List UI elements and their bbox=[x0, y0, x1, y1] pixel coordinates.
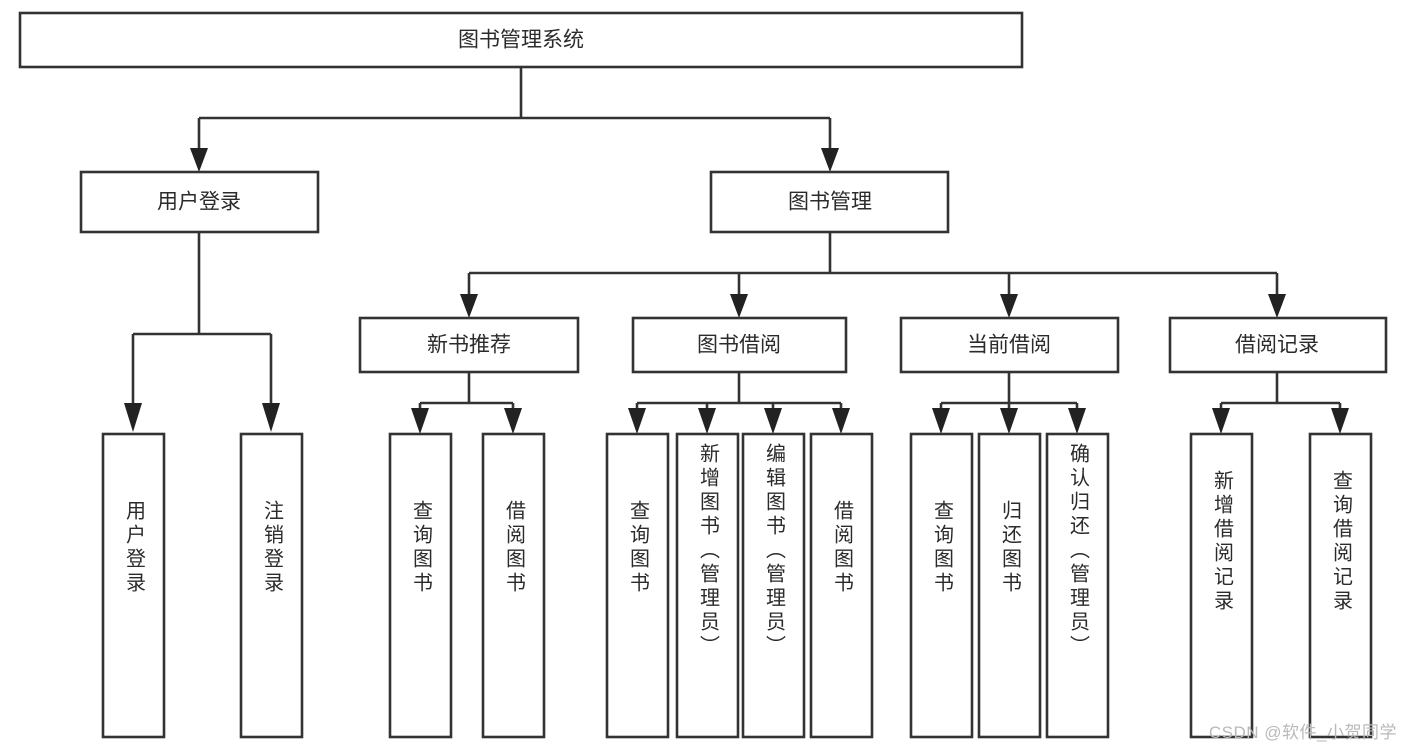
arrow-icon-to-new-book bbox=[460, 294, 478, 318]
arrow-icon-leaf-borrow-book-b bbox=[832, 408, 850, 434]
arrow-icon-leaf-confirm-return bbox=[1068, 408, 1086, 434]
node-box-leaf-user-login[interactable] bbox=[101, 432, 166, 739]
connector-group-borrow-record bbox=[1212, 372, 1349, 434]
connector-group-user-login bbox=[124, 232, 280, 432]
arrow-icon-to-current-borrow bbox=[1000, 294, 1018, 318]
node-box-leaf-borrow-book-a[interactable] bbox=[481, 432, 546, 739]
arrow-icon-leaf-edit-book bbox=[764, 408, 782, 434]
connector-group-book-borrow bbox=[628, 372, 850, 434]
arrow-icon-leaf-add-book bbox=[698, 408, 716, 434]
node-label-book-borrow: 图书借阅 bbox=[697, 334, 781, 357]
arrow-icon-leaf-query-book-b bbox=[628, 408, 646, 434]
arrow-icon-leaf-user-login bbox=[124, 403, 142, 432]
node-box-leaf-query-book-c[interactable] bbox=[909, 432, 974, 739]
node-box-user-login[interactable] bbox=[79, 170, 320, 234]
connector-group-book-manage bbox=[460, 232, 1286, 318]
csdn-watermark: CSDN @软件_小贺同学 bbox=[1208, 723, 1397, 742]
connector-group-root bbox=[190, 67, 839, 172]
arrow-icon-leaf-return-book bbox=[1000, 408, 1018, 434]
node-box-leaf-borrow-book-b[interactable] bbox=[809, 432, 874, 739]
node-box-leaf-query-record[interactable] bbox=[1308, 432, 1373, 739]
node-box-leaf-edit-book[interactable] bbox=[741, 432, 806, 739]
node-label-book-manage: 图书管理 bbox=[788, 191, 872, 214]
node-box-root[interactable] bbox=[18, 11, 1024, 69]
arrow-icon-leaf-query-book-a bbox=[411, 408, 429, 434]
node-box-new-book-recommend[interactable] bbox=[358, 316, 580, 374]
arrow-icon-to-user-login bbox=[190, 148, 208, 172]
node-box-book-manage[interactable] bbox=[709, 170, 950, 234]
node-box-leaf-logout[interactable] bbox=[239, 432, 304, 739]
node-label-current-borrow: 当前借阅 bbox=[967, 334, 1051, 357]
arrow-icon-leaf-logout bbox=[262, 403, 280, 432]
arrow-icon-leaf-query-book-c bbox=[932, 408, 950, 434]
node-box-leaf-add-book[interactable] bbox=[675, 432, 740, 739]
node-box-current-borrow[interactable] bbox=[899, 316, 1120, 374]
node-label-borrow-record: 借阅记录 bbox=[1235, 334, 1319, 357]
arrow-icon-to-book-borrow bbox=[730, 294, 748, 318]
node-box-leaf-confirm-return[interactable] bbox=[1045, 432, 1110, 739]
node-box-leaf-query-book-b[interactable] bbox=[605, 432, 670, 739]
node-box-borrow-record[interactable] bbox=[1168, 316, 1388, 374]
node-box-leaf-return-book[interactable] bbox=[977, 432, 1042, 739]
arrow-icon-leaf-add-record bbox=[1212, 408, 1230, 434]
arrow-icon-to-book-manage bbox=[821, 148, 839, 172]
connector-group-current-borrow bbox=[932, 372, 1086, 434]
arrow-icon-leaf-borrow-book-a bbox=[504, 408, 522, 434]
node-box-leaf-query-book-a[interactable] bbox=[388, 432, 453, 739]
node-box-leaf-add-record[interactable] bbox=[1189, 432, 1254, 739]
node-label-new-book-recommend: 新书推荐 bbox=[427, 334, 511, 357]
node-label-user-login: 用户登录 bbox=[157, 191, 241, 214]
node-box-book-borrow[interactable] bbox=[631, 316, 848, 374]
arrow-icon-leaf-query-record bbox=[1331, 408, 1349, 434]
arrow-icon-to-borrow-record bbox=[1268, 294, 1286, 318]
node-label-root: 图书管理系统 bbox=[458, 29, 584, 52]
connector-group-new-book bbox=[411, 372, 522, 434]
